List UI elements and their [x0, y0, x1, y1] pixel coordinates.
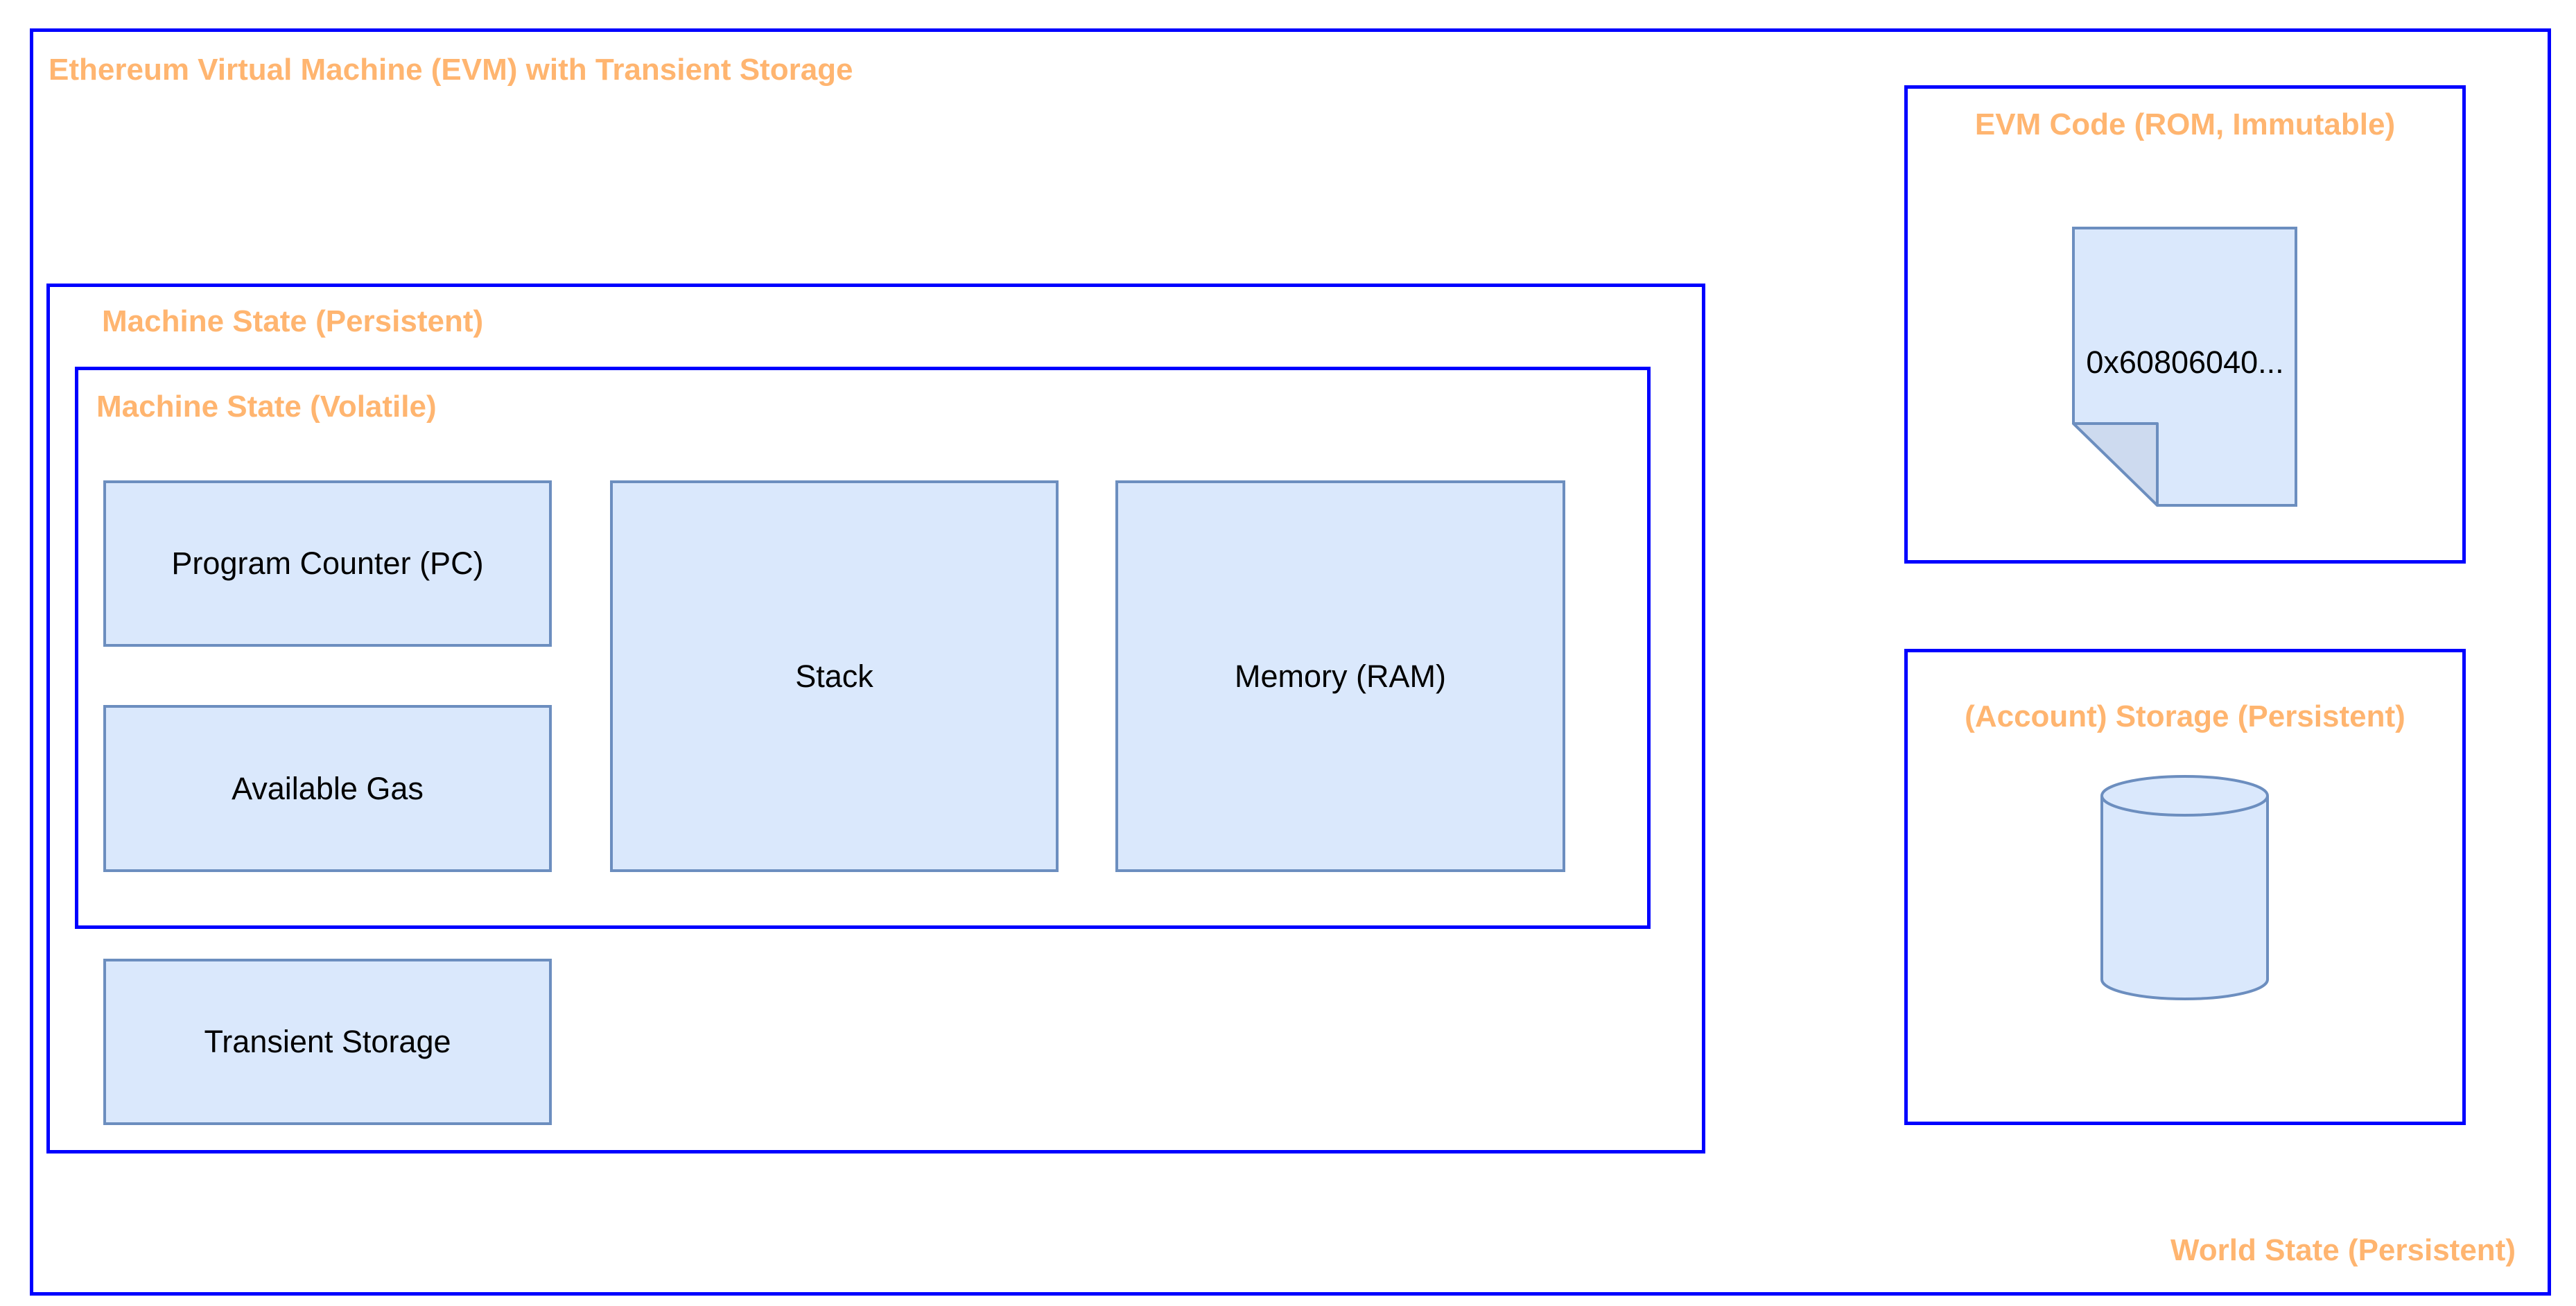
evm-container: [30, 28, 2551, 1296]
stack-node: Stack: [610, 480, 1059, 872]
evm-code-container: [1904, 85, 2466, 564]
memory-text: Memory (RAM): [1235, 658, 1446, 694]
world-state-label: World State (Persistent): [2170, 1233, 2516, 1267]
cylinder-body: [2100, 796, 2269, 1000]
machine-state-volatile-label: Machine State (Volatile): [96, 390, 437, 424]
machine-state-persistent-label: Machine State (Persistent): [102, 304, 484, 338]
program-counter-node: Program Counter (PC): [103, 480, 552, 647]
transient-storage-text: Transient Storage: [204, 1024, 451, 1059]
program-counter-text: Program Counter (PC): [171, 546, 484, 581]
account-storage-container: [1904, 649, 2466, 1125]
evm-title: Ethereum Virtual Machine (EVM) with Tran…: [49, 53, 853, 87]
document-fold: [2072, 422, 2159, 507]
transient-storage-node: Transient Storage: [103, 959, 552, 1125]
available-gas-text: Available Gas: [232, 770, 424, 806]
memory-node: Memory (RAM): [1115, 480, 1565, 872]
database-cylinder-icon: [2100, 775, 2269, 1000]
machine-state-persistent-container: [46, 284, 1705, 1153]
machine-state-volatile-container: [75, 367, 1651, 929]
evm-code-label: EVM Code (ROM, Immutable): [1974, 107, 2396, 141]
evm-code-text: 0x60806040...: [2086, 345, 2283, 380]
stack-text: Stack: [795, 658, 873, 694]
available-gas-node: Available Gas: [103, 705, 552, 872]
cylinder-top: [2100, 775, 2269, 817]
account-storage-label: (Account) Storage (Persistent): [1965, 699, 2405, 733]
document-icon: 0x60806040...: [2072, 227, 2297, 507]
